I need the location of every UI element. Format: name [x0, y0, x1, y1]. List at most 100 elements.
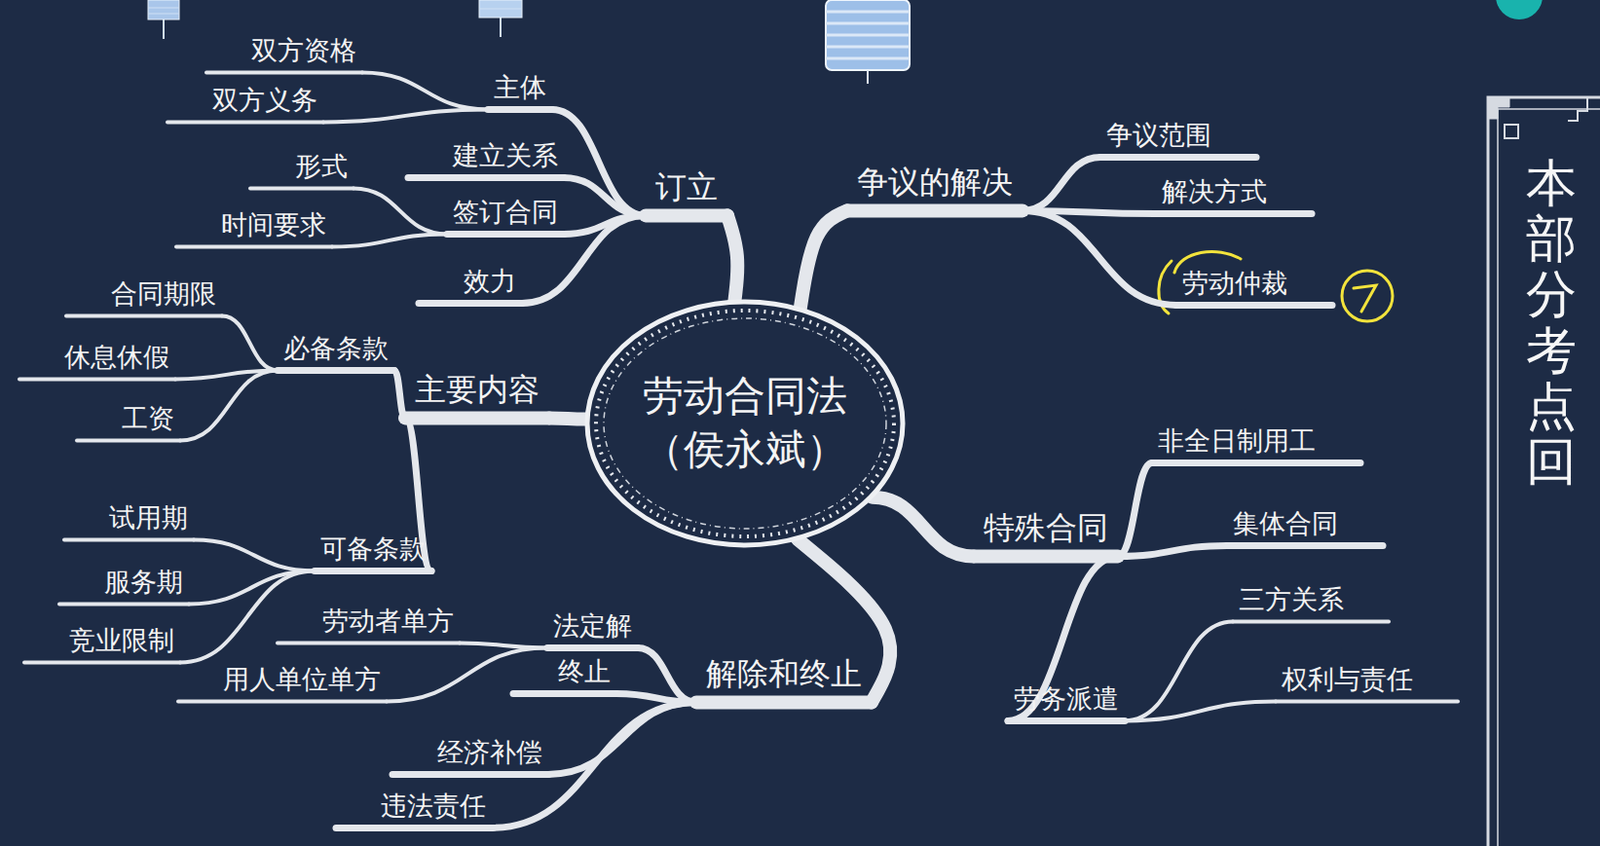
- branch-topic: 双方资格: [245, 32, 363, 73]
- topic-text: 三方关系: [1238, 584, 1344, 616]
- branch-underline: [59, 601, 189, 606]
- branch-topic: 形式: [289, 148, 354, 188]
- branch-underline: [335, 824, 492, 832]
- lantern-stripe: [148, 13, 180, 15]
- branch-connector: [563, 177, 646, 216]
- topic-text: 工资: [121, 403, 175, 435]
- topic-text: 集体合同: [1232, 508, 1339, 540]
- branch-topic: 签订合同: [446, 193, 564, 234]
- lantern-stripe: [825, 45, 910, 49]
- branch-underline: [547, 644, 638, 652]
- branch-underlines: [19, 72, 1458, 828]
- branch-connector: [549, 417, 587, 419]
- topic-text: 订立: [655, 168, 718, 206]
- topic-text: 解决方式: [1161, 176, 1267, 208]
- branch-topic: 终止: [552, 653, 617, 694]
- title-panel-frame: [1488, 97, 1600, 846]
- topic-text: 休息休假: [64, 341, 170, 373]
- branch-topic: 可备条款: [314, 530, 432, 571]
- topic-text: 服务期: [104, 566, 184, 598]
- branch-underline: [19, 376, 176, 381]
- branch-underline: [178, 699, 387, 704]
- lantern-stripe: [825, 57, 910, 61]
- branch-underline: [418, 299, 522, 307]
- ellipse-ornament: [603, 318, 887, 529]
- lantern: [825, 0, 910, 84]
- branch-connector: [521, 215, 646, 303]
- branch-underline: [973, 549, 1118, 563]
- topic-text: 劳动者单方: [322, 605, 454, 637]
- branch-topic: 权利与责任: [1275, 661, 1419, 702]
- branch-underline: [1227, 542, 1383, 550]
- branch-underline: [487, 106, 553, 113]
- branch-topic: 解决方式: [1155, 173, 1273, 214]
- branch-topic: 合同期限: [105, 275, 223, 316]
- branch-underline: [645, 208, 728, 223]
- topic-text: 争议范围: [1106, 119, 1212, 151]
- logo-fragment: [1495, 0, 1543, 20]
- topic-text: 解除和终止: [706, 655, 862, 693]
- branch-topic: 特殊合同: [973, 505, 1118, 557]
- branch-topic: 争议范围: [1100, 116, 1218, 157]
- hand-annotation: [1158, 251, 1393, 322]
- branch-topic: 争议的解决: [847, 159, 1023, 211]
- topic-text: 合同期限: [111, 278, 217, 310]
- branch-topic: 试用期: [103, 499, 194, 540]
- branch-underline: [167, 119, 324, 124]
- lantern-stripe: [825, 22, 910, 26]
- branch-connector: [1007, 556, 1118, 721]
- topic-text: 非全日制用工: [1157, 425, 1316, 457]
- ellipse-border: [587, 301, 903, 546]
- branch-topic: 主体: [487, 69, 553, 110]
- branch-topic: 违法责任: [374, 787, 492, 828]
- branch-topic: 集体合同: [1227, 505, 1344, 546]
- topic-text: 可备条款: [320, 533, 426, 565]
- branch-underline: [392, 771, 549, 779]
- branch-connector: [180, 570, 315, 663]
- topic-text: 建立关系: [452, 140, 559, 172]
- branch-connector: [188, 570, 315, 604]
- branch-underline: [513, 690, 617, 698]
- topic-text: 必备条款: [283, 333, 389, 365]
- topic-text: 用人单位单方: [223, 664, 381, 696]
- branch-connector: [800, 210, 848, 308]
- topic-text: 竞业限制: [69, 625, 175, 657]
- panel-inner-border: [1497, 109, 1600, 846]
- topic-text: 签订合同: [452, 196, 559, 228]
- branch-underline: [24, 660, 181, 665]
- branch-underline: [64, 537, 194, 542]
- branch-topic: 主要内容: [405, 367, 550, 418]
- topic-text: 经济补偿: [437, 737, 543, 769]
- branch-topic: 劳动仲裁: [1176, 264, 1294, 305]
- branch-connector: [1117, 545, 1228, 557]
- branch-underline: [1152, 459, 1361, 467]
- topic-text: 形式: [295, 150, 348, 183]
- lantern-body: [479, 0, 522, 18]
- branch-underline: [1155, 210, 1312, 218]
- ellipse-ornament: [595, 310, 894, 537]
- branch-underline: [277, 367, 395, 374]
- topic-text: 劳务派遣: [1013, 683, 1119, 715]
- branch-connector: [552, 109, 646, 216]
- topic-text: 权利与责任: [1281, 664, 1414, 696]
- branch-underline: [1100, 153, 1257, 161]
- branch-underline: [66, 313, 223, 318]
- topic-text: 双方资格: [251, 35, 357, 67]
- topic-text: 主体: [493, 72, 547, 104]
- branch-topic: 双方义务: [206, 81, 324, 122]
- topic-text: 效力: [463, 265, 517, 298]
- branch-connector: [1124, 701, 1276, 721]
- lantern-body: [825, 0, 910, 71]
- branch-topic: 三方关系: [1232, 581, 1350, 622]
- branch-underline: [1176, 301, 1333, 309]
- topic-text: 终止: [558, 656, 611, 688]
- lantern: [479, 0, 522, 38]
- branch-connector: [1022, 156, 1101, 211]
- branch-underline: [76, 438, 181, 443]
- branch-connector: [180, 370, 278, 441]
- branch-connector: [386, 647, 548, 702]
- branch-topic: 劳务派遣: [1007, 680, 1125, 721]
- branch-connector: [323, 109, 488, 122]
- branch-topic: 时间要求: [215, 206, 333, 247]
- topic-text: 争议的解决: [856, 163, 1013, 201]
